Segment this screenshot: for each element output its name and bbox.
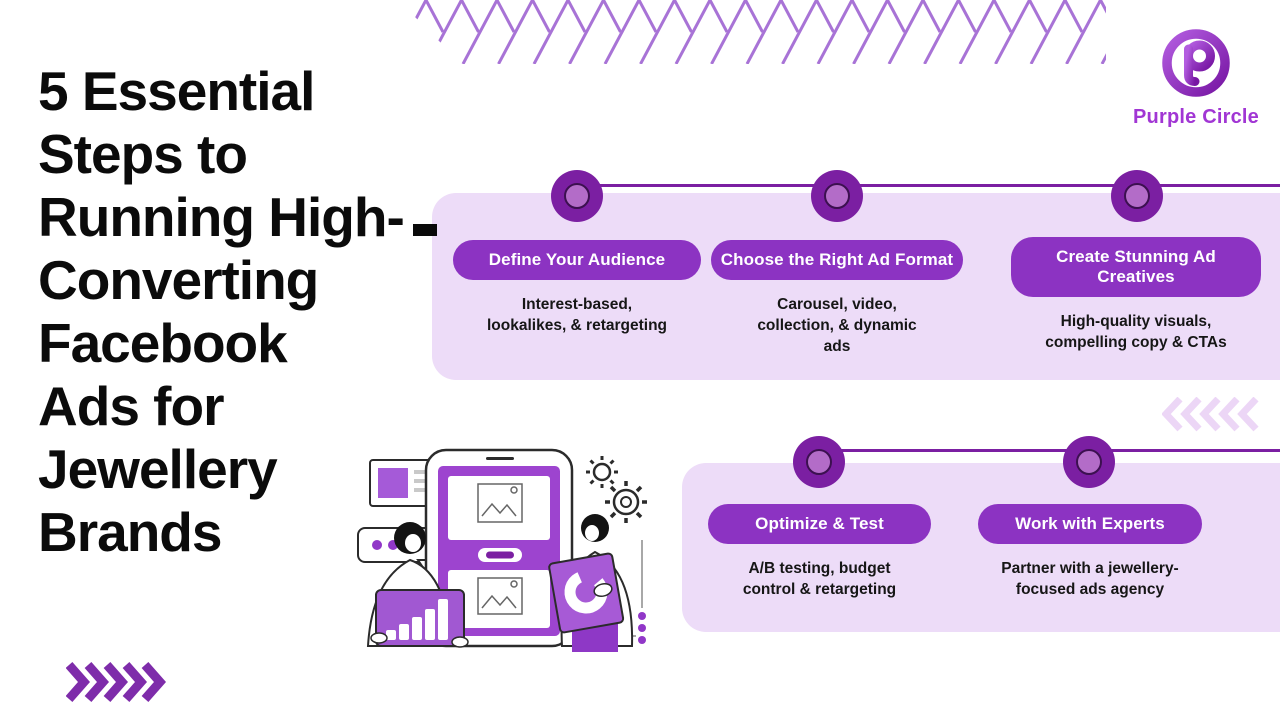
timeline-dot-5-inner (1076, 449, 1102, 475)
step-4-description: A/B testing, budget control & retargetin… (742, 559, 897, 598)
step-3-description: High-quality visuals, compelling copy & … (1045, 312, 1227, 351)
team-mobile-ads-illustration (357, 448, 647, 652)
step-define-your-audience: Define Your Audience Interest-based, loo… (453, 240, 701, 336)
timeline-dot-4-inner (806, 449, 832, 475)
gear-icon (586, 456, 647, 523)
purple-circle-logo-icon (1162, 29, 1230, 97)
step-2-pill: Choose the Right Ad Format (711, 240, 963, 280)
step-3-pill: Create Stunning Ad Creatives (1011, 237, 1261, 297)
steps-panel-row2 (682, 463, 1280, 632)
step-choose-ad-format: Choose the Right Ad Format Carousel, vid… (711, 240, 963, 357)
timeline-dot-1-inner (564, 183, 590, 209)
step-work-with-experts: Work with Experts Partner with a jewelle… (978, 504, 1202, 600)
chevrons-right-dark-icon (66, 662, 166, 702)
dotted-connector (616, 540, 646, 644)
timeline-row1 (577, 184, 1280, 187)
dash-accent (413, 224, 437, 236)
chevrons-left-light-icon (1162, 397, 1259, 432)
timeline-dot-2 (811, 170, 863, 222)
logo-p-stem (1184, 44, 1200, 86)
step-5-pill: Work with Experts (978, 504, 1202, 544)
step-2-description: Carousel, video, collection, & dynamic a… (757, 295, 917, 356)
person-with-bar-chart (366, 522, 469, 648)
page-title: 5 Essential Steps to Running High- Conve… (38, 60, 405, 563)
timeline-dot-3 (1111, 170, 1163, 222)
step-optimize-and-test: Optimize & Test A/B testing, budget cont… (708, 504, 931, 600)
timeline-dot-4 (793, 436, 845, 488)
timeline-row2 (819, 449, 1280, 452)
step-5-description: Partner with a jewellery- focused ads ag… (1001, 559, 1179, 598)
person-with-creative-card (548, 514, 634, 652)
timeline-dot-3-inner (1124, 183, 1150, 209)
timeline-dot-1 (551, 170, 603, 222)
brand-name: Purple Circle (1133, 106, 1259, 128)
timeline-dot-5 (1063, 436, 1115, 488)
step-1-pill: Define Your Audience (453, 240, 701, 280)
step-create-ad-creatives: Create Stunning Ad Creatives High-qualit… (1011, 237, 1261, 353)
step-1-description: Interest-based, lookalikes, & retargetin… (486, 295, 668, 334)
step-4-pill: Optimize & Test (708, 504, 931, 544)
lattice-pattern (398, 0, 1106, 64)
timeline-dot-2-inner (824, 183, 850, 209)
logo-ring (1162, 29, 1230, 97)
